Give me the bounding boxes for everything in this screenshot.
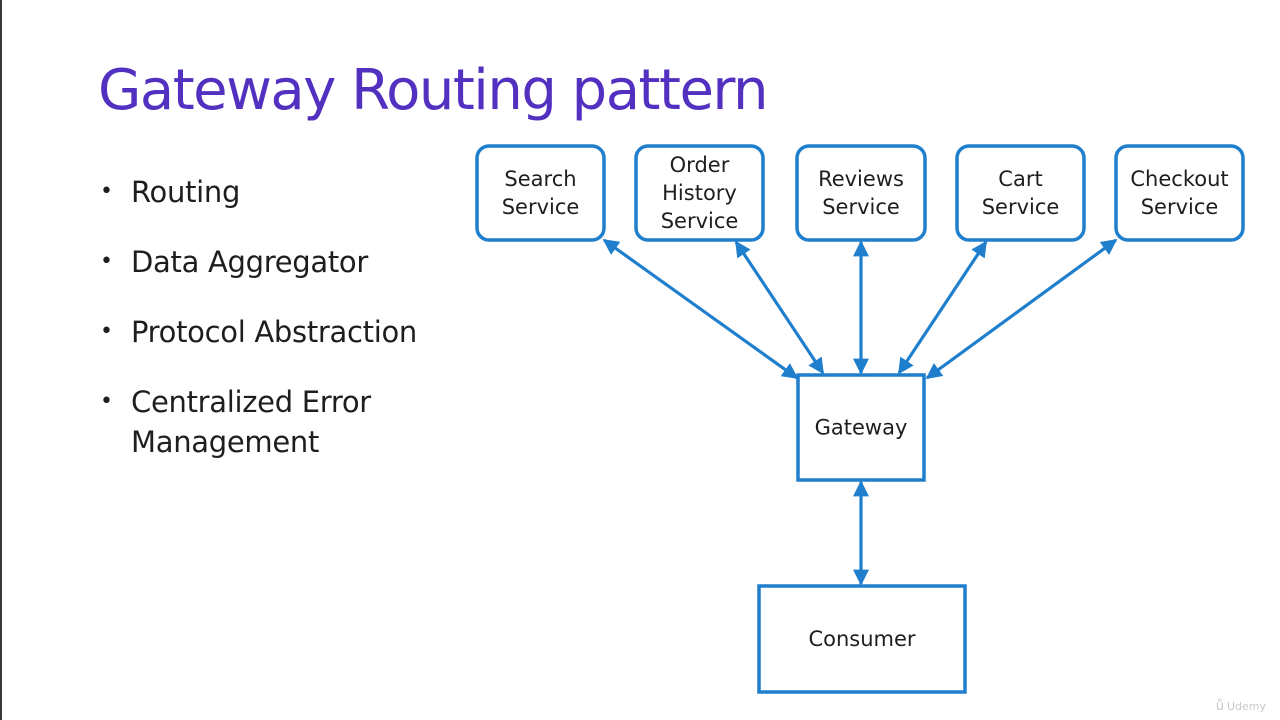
slide-left-edge: [0, 0, 2, 720]
gateway-node: Gateway: [796, 373, 926, 482]
service-node-order-history-label: Service: [661, 209, 739, 233]
service-node-search-label: Search: [504, 167, 576, 191]
service-node-reviews-label: Service: [822, 195, 900, 219]
service-node-cart-label: Service: [982, 195, 1060, 219]
gateway-node-box: [796, 373, 926, 482]
watermark: ů Udemy: [1216, 699, 1266, 714]
connector-gateway-search: [602, 238, 799, 380]
service-node-cart-box: [955, 144, 1086, 242]
bullet-text: Protocol Abstraction: [131, 315, 417, 349]
service-node-order-history-label: Order: [670, 153, 730, 177]
service-node-order-history-label: History: [662, 181, 737, 205]
service-node-reviews-label: Reviews: [818, 167, 904, 191]
consumer-node: Consumer: [757, 584, 967, 694]
bullet-list: • Routing • Data Aggregator • Protocol A…: [100, 172, 460, 492]
bullet-text: Routing: [131, 175, 241, 209]
bullet-item: • Routing: [100, 172, 460, 212]
consumer-node-box: [757, 584, 967, 694]
gateway-node-label: Gateway: [815, 416, 908, 440]
connection-layer: [602, 238, 1118, 586]
service-node-checkout-label: Checkout: [1130, 167, 1228, 191]
bullet-text: Data Aggregator: [131, 245, 368, 279]
bullet-text: Centralized Error Management: [131, 385, 371, 459]
consumer-node-label: Consumer: [808, 627, 915, 651]
bullet-item: • Centralized Error Management: [100, 382, 460, 462]
service-node-cart-label: Cart: [998, 167, 1042, 191]
bullet-item: • Protocol Abstraction: [100, 312, 460, 352]
bullet-item: • Data Aggregator: [100, 242, 460, 282]
service-node-checkout-label: Service: [1141, 195, 1219, 219]
udemy-logo-icon: ů: [1215, 699, 1224, 714]
service-node-order-history-box: [634, 144, 765, 242]
watermark-text: Udemy: [1226, 700, 1266, 713]
bullet-dot-icon: •: [100, 179, 113, 204]
connector-gateway-cart: [897, 240, 988, 375]
service-node-reviews-box: [795, 144, 927, 242]
service-node-search-label: Service: [502, 195, 580, 219]
connector-gateway-order-history: [734, 240, 825, 375]
service-node-search-box: [475, 144, 606, 242]
node-layer: SearchServiceOrderHistoryServiceReviewsS…: [475, 144, 1245, 694]
bullet-dot-icon: •: [100, 389, 113, 414]
slide-title: Gateway Routing pattern: [98, 58, 768, 123]
bullet-dot-icon: •: [100, 249, 113, 274]
bullet-dot-icon: •: [100, 319, 113, 344]
service-node-checkout-box: [1114, 144, 1245, 242]
connector-gateway-checkout: [925, 238, 1118, 380]
